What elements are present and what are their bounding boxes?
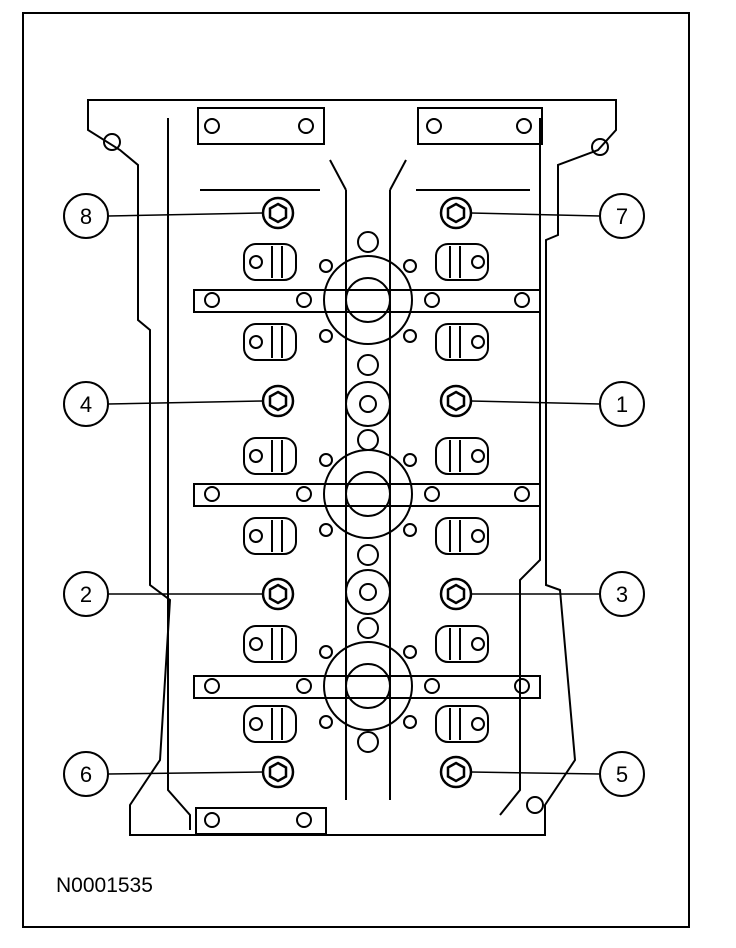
valve-spring-left-3 — [243, 437, 297, 475]
inner-wall-right — [499, 118, 541, 816]
callout-2-label: 2 — [80, 582, 92, 607]
mount-hole-bottom-right — [526, 796, 544, 814]
valve-spring-left-2 — [243, 323, 297, 361]
bottom-bearing-cap — [195, 807, 327, 835]
callout-1: 1 — [599, 381, 645, 427]
head-bolt-7 — [439, 196, 473, 230]
callout-8: 8 — [63, 193, 109, 239]
valve-spring-right-6 — [435, 705, 489, 743]
valve-springs — [243, 243, 489, 743]
valve-spring-right-2 — [435, 323, 489, 361]
spark-plug-bore-lower — [345, 569, 391, 615]
head-bolt-8 — [261, 196, 295, 230]
top-bearing-cap-left — [197, 107, 325, 145]
camshaft-journal-1 — [193, 255, 541, 345]
valve-spring-right-1 — [435, 243, 489, 281]
top-bearing-cap-right — [417, 107, 543, 145]
callout-6-label: 6 — [80, 762, 92, 787]
callout-4-label: 4 — [80, 392, 92, 417]
valve-spring-left-5 — [243, 625, 297, 663]
valve-spring-right-3 — [435, 437, 489, 475]
callout-3: 3 — [599, 571, 645, 617]
callout-1-label: 1 — [616, 392, 628, 417]
mount-hole-top-left — [103, 133, 121, 151]
callout-7-label: 7 — [616, 204, 628, 229]
head-bolt-1 — [439, 384, 473, 418]
head-bolt-6 — [261, 755, 295, 789]
spark-plug-bore-upper — [345, 381, 391, 427]
callout-3-label: 3 — [616, 582, 628, 607]
head-bolt-5 — [439, 755, 473, 789]
figure-id-label: N0001535 — [56, 874, 153, 897]
camshaft-journal-2 — [193, 449, 541, 539]
valve-spring-left-4 — [243, 517, 297, 555]
callout-5-label: 5 — [616, 762, 628, 787]
callout-8-label: 8 — [80, 204, 92, 229]
leader-lines — [107, 212, 601, 775]
inner-wall-left — [167, 118, 191, 830]
callout-5: 5 — [599, 751, 645, 797]
camshaft-journal-3 — [193, 641, 541, 731]
head-bolt-2 — [261, 577, 295, 611]
valve-spring-left-6 — [243, 705, 297, 743]
head-bolts — [261, 196, 473, 789]
valve-spring-left-1 — [243, 243, 297, 281]
cylinder-head-outline — [87, 99, 617, 836]
callout-6: 6 — [63, 751, 109, 797]
valve-spring-right-4 — [435, 517, 489, 555]
valve-spring-right-5 — [435, 625, 489, 663]
callout-2: 2 — [63, 571, 109, 617]
head-bolt-4 — [261, 384, 295, 418]
callout-4: 4 — [63, 381, 109, 427]
figure-frame — [22, 12, 690, 928]
mount-hole-top-right — [591, 138, 609, 156]
callout-7: 7 — [599, 193, 645, 239]
head-bolt-3 — [439, 577, 473, 611]
